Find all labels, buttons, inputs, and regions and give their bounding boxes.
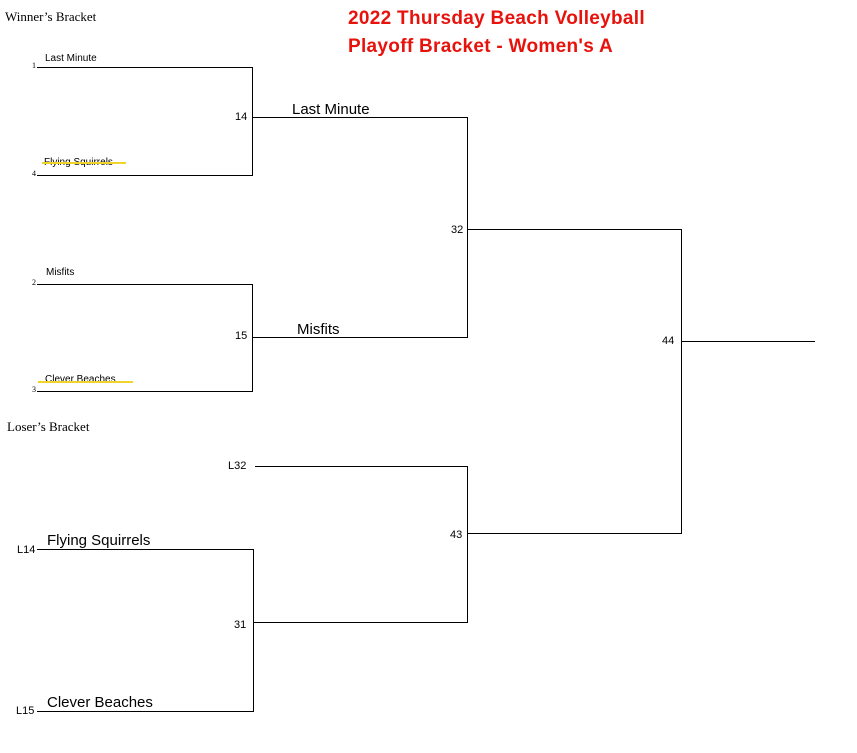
highlight-strike <box>42 162 126 164</box>
advancer-misfits: Misfits <box>297 321 340 338</box>
bracket-line <box>37 391 253 392</box>
bracket-line <box>37 711 254 712</box>
slot-l14: L14 <box>17 544 36 556</box>
game-15: 15 <box>235 330 248 342</box>
bracket-line <box>467 466 468 623</box>
team-misfits: Misfits <box>46 267 75 278</box>
team-last-minute: Last Minute <box>45 53 97 64</box>
loser-team-flying-squirrels: Flying Squirrels <box>47 532 151 549</box>
bracket-line <box>37 549 254 550</box>
bracket-line <box>681 229 682 534</box>
title-line-1: 2022 Thursday Beach Volleyball <box>348 8 645 29</box>
bracket-line <box>252 67 253 176</box>
bracket-line <box>252 117 468 118</box>
seed-2: 2 <box>32 278 36 287</box>
seed-1: 1 <box>32 61 36 70</box>
bracket-line <box>252 337 468 338</box>
winners-heading: Winner’s Bracket <box>5 9 97 24</box>
bracket-line <box>252 284 253 392</box>
seed-3: 3 <box>32 385 36 394</box>
bracket-line <box>467 117 468 338</box>
team-clever-beaches-eliminated: Clever Beaches <box>45 374 116 385</box>
losers-heading: Loser’s Bracket <box>7 419 90 434</box>
highlight-strike <box>38 381 133 383</box>
seed-4: 4 <box>32 169 36 178</box>
bracket-line <box>253 549 254 712</box>
bracket-line <box>467 533 682 534</box>
bracket-line <box>37 175 253 176</box>
bracket-line <box>37 67 253 68</box>
loser-team-clever-beaches: Clever Beaches <box>47 694 153 711</box>
game-14: 14 <box>235 111 248 123</box>
bracket-line <box>255 466 468 467</box>
bracket-line <box>467 229 682 230</box>
bracket-line <box>253 622 468 623</box>
bracket-line <box>37 284 253 285</box>
slot-l32: L32 <box>228 460 247 472</box>
title-line-2: Playoff Bracket - Women's A <box>348 36 613 57</box>
champion-line <box>681 341 815 342</box>
advancer-last-minute: Last Minute <box>292 101 370 118</box>
game-43: 43 <box>450 529 463 541</box>
game-32: 32 <box>451 224 464 236</box>
game-31: 31 <box>234 619 247 631</box>
slot-l15: L15 <box>16 705 35 717</box>
game-44: 44 <box>662 335 675 347</box>
